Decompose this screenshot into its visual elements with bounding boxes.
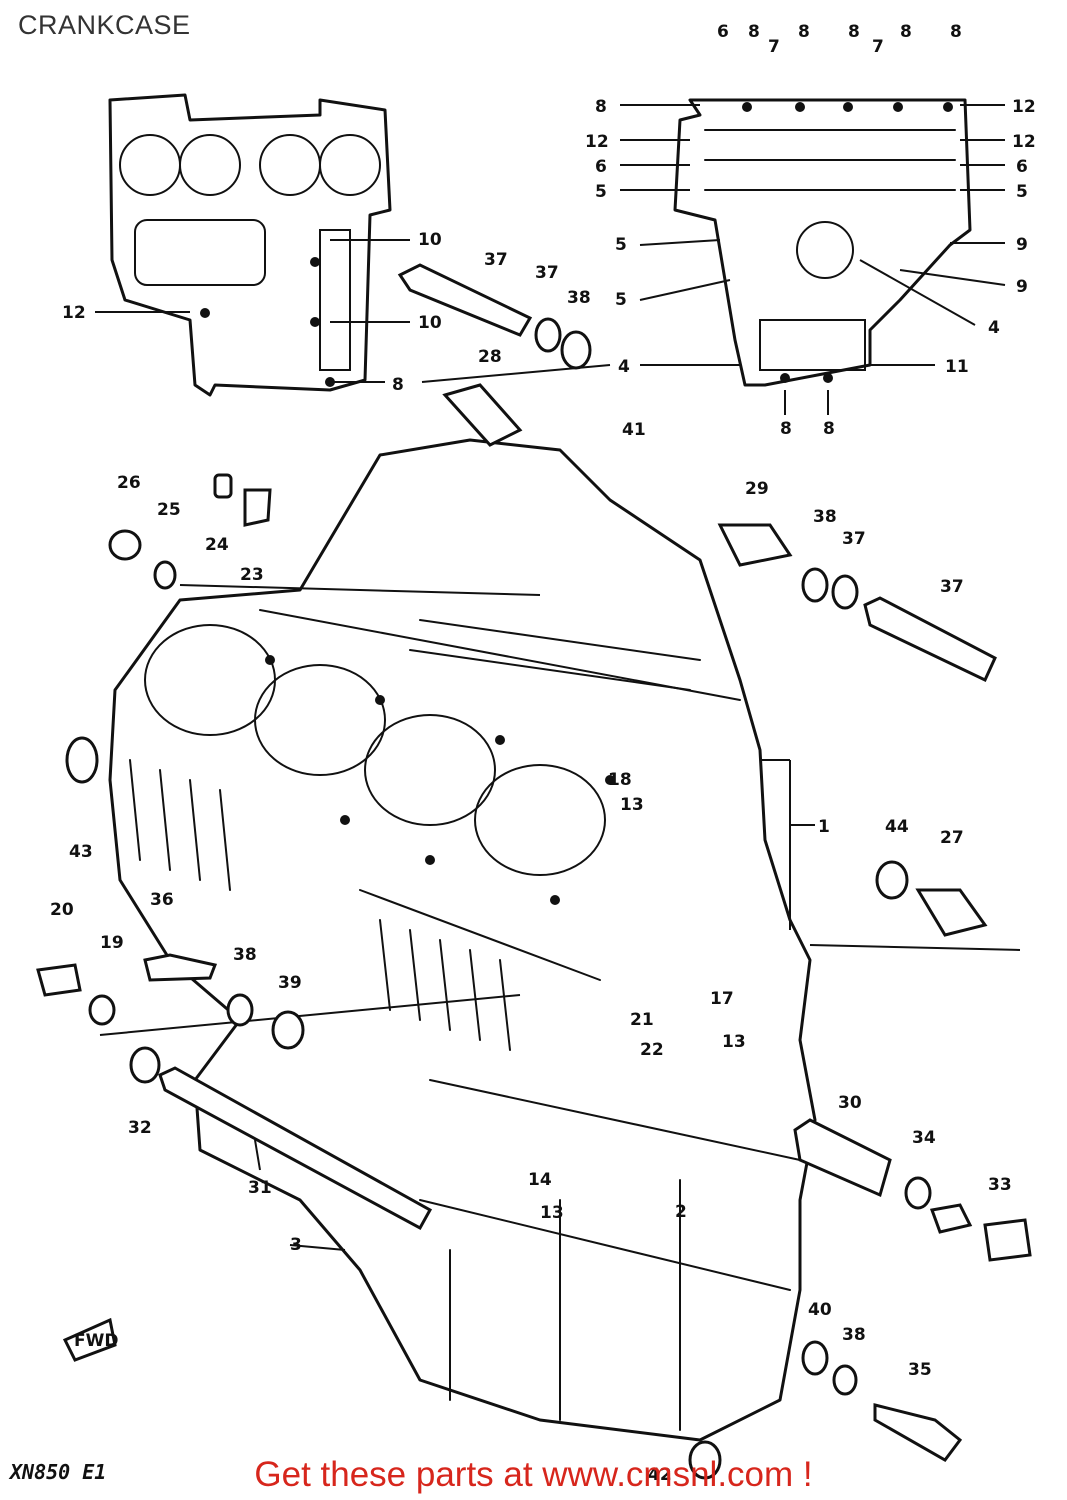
callout-8: 8	[950, 22, 962, 42]
callout-35: 37	[940, 577, 964, 597]
callout-5: 5	[1016, 182, 1028, 202]
callout-20: 22	[640, 1040, 664, 1060]
callout-40: 42	[648, 1465, 672, 1485]
callout-26: 28	[478, 347, 502, 367]
callout-8: 8	[848, 22, 860, 42]
callout-8: 8	[798, 22, 810, 42]
leader-lines	[95, 104, 1021, 1251]
callout-12: 12	[585, 132, 609, 152]
callout-21: 23	[240, 565, 264, 585]
callout-10: 10	[418, 313, 442, 333]
callout-28: 30	[838, 1093, 862, 1113]
callout-9: 9	[1016, 277, 1028, 297]
callout-38: 38	[813, 507, 837, 527]
callout-27: 29	[745, 479, 769, 499]
callout-12: 12	[1012, 97, 1036, 117]
callout-32: 34	[912, 1128, 936, 1148]
callout-9: 9	[1016, 235, 1028, 255]
callout-2: 2	[675, 1202, 687, 1222]
callout-3: 3	[290, 1235, 302, 1255]
front-marker-label: FWD	[74, 1331, 118, 1351]
callout-34: 36	[150, 890, 174, 910]
callout-37: 38	[842, 1325, 866, 1345]
callout-13: 13	[620, 795, 644, 815]
callout-38: 39	[278, 973, 302, 993]
callout-37: 37	[842, 529, 866, 549]
callout-13: 13	[722, 1032, 746, 1052]
lower-case-inset	[673, 98, 972, 387]
callout-23: 25	[157, 500, 181, 520]
callout-14: 14	[528, 1170, 552, 1190]
callout-6: 6	[595, 157, 607, 177]
callout-13: 13	[540, 1203, 564, 1223]
callout-8: 8	[392, 375, 404, 395]
callout-7: 7	[872, 37, 884, 57]
callout-8: 8	[900, 22, 912, 42]
model-code: XN850 E1	[10, 1460, 107, 1484]
callout-labels: 6 8 8 8 8 8 7 7 8 12 6 5 12 12 6 5 5 5 9…	[50, 22, 1036, 1485]
callout-41: 43	[69, 842, 93, 862]
callout-8: 8	[748, 22, 760, 42]
callout-12: 12	[1012, 132, 1036, 152]
callout-11: 11	[945, 357, 969, 377]
callout-4: 4	[618, 357, 630, 377]
callout-12: 12	[62, 303, 86, 323]
callout-16: 18	[608, 770, 632, 790]
callout-4: 4	[988, 318, 1000, 338]
crankcase-body	[108, 438, 817, 1442]
callout-31: 33	[988, 1175, 1012, 1195]
callout-25: 27	[940, 828, 964, 848]
callout-8: 8	[823, 419, 835, 439]
callout-18: 20	[50, 900, 74, 920]
callout-5: 5	[595, 182, 607, 202]
callout-6: 6	[1016, 157, 1028, 177]
callout-6: 6	[717, 22, 729, 42]
callout-19: 21	[630, 1010, 654, 1030]
callout-1: 1	[818, 817, 830, 837]
callout-37: 37	[535, 263, 559, 283]
callout-7: 7	[768, 37, 780, 57]
callout-38: 38	[567, 288, 591, 308]
callout-15: 17	[710, 989, 734, 1009]
callout-8: 8	[595, 97, 607, 117]
hardware-parts	[36, 263, 1032, 1480]
callout-5: 5	[615, 235, 627, 255]
callout-22: 24	[205, 535, 229, 555]
callout-17: 19	[100, 933, 124, 953]
callout-36: 37	[484, 250, 508, 270]
callout-10: 10	[418, 230, 442, 250]
upper-case-inset	[108, 93, 392, 397]
callout-8: 8	[780, 419, 792, 439]
callout-30: 32	[128, 1118, 152, 1138]
parts-link-banner[interactable]: Get these parts at www.cmsnl.com !	[254, 1455, 813, 1494]
callout-42: 44	[885, 817, 909, 837]
callout-33: 35	[908, 1360, 932, 1380]
callout-38: 40	[808, 1300, 832, 1320]
callout-37: 38	[233, 945, 257, 965]
callout-24: 26	[117, 473, 141, 493]
page-title: CRANKCASE	[18, 10, 191, 40]
callout-29: 31	[248, 1178, 272, 1198]
callout-39: 41	[622, 420, 646, 440]
callout-5: 5	[615, 290, 627, 310]
